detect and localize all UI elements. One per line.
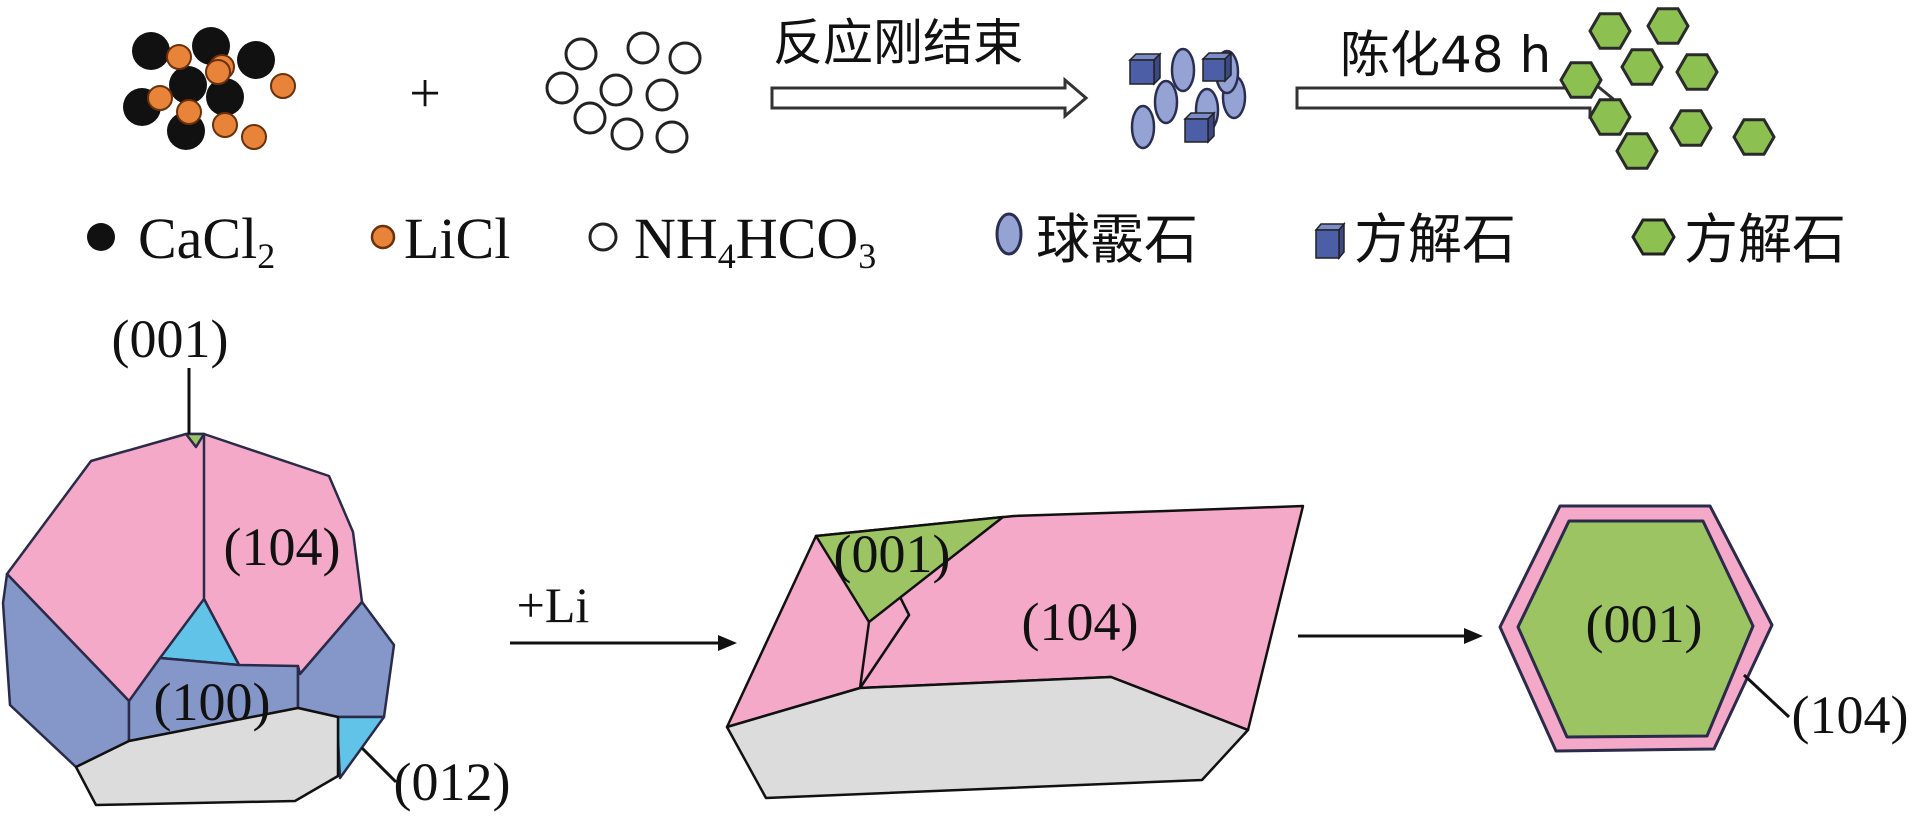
vaterite-particle [1170, 47, 1196, 93]
hex-calcite-particle [1615, 132, 1659, 170]
hex-calcite-particle [1732, 118, 1776, 156]
cacl2-particle [169, 66, 207, 104]
face-bottom [74, 706, 340, 807]
svg-text:CaCl2: CaCl2 [138, 206, 275, 276]
face-001 [814, 515, 1005, 624]
nh4hco3-particle [564, 37, 598, 71]
calcite-cube-particle [1128, 52, 1162, 86]
licl-particle [176, 99, 202, 125]
cube-front [1129, 59, 1155, 85]
legend: CaCl2 LiCl NH4HCO3 球霰石 方解石 方解石 [87, 206, 1846, 276]
cacl2-particle [132, 32, 170, 70]
ellipse-icon [995, 212, 1023, 256]
label-104-final: (104) [1792, 685, 1909, 745]
arrow-label-reaction-ended: 反应刚结束 [773, 14, 1023, 72]
licl-particle [147, 85, 173, 111]
hexagon-icon [1631, 218, 1676, 256]
legend-item-cacl2: CaCl2 [87, 206, 275, 276]
face-012-lower [336, 715, 386, 780]
cube-front [1202, 58, 1226, 82]
leader-line-012 [360, 746, 398, 784]
reactant-cluster-cacl2-licl [123, 27, 296, 150]
licl-particle [241, 124, 267, 150]
crystal-initial [1, 368, 398, 807]
label-001-initial: (001) [112, 309, 229, 369]
hex-calcite-particle [1646, 7, 1690, 45]
face-001 [1516, 519, 1755, 739]
cube-front [1184, 118, 1209, 143]
nh4hco3-particle [573, 101, 607, 135]
crystal-intermediate [725, 504, 1305, 800]
licl-particle [212, 112, 238, 138]
cube-side [1207, 111, 1215, 144]
cacl2-particle [206, 78, 244, 116]
legend-item-calcite-hex: 方解石 [1631, 208, 1846, 271]
label-001-intermediate: (001) [834, 524, 951, 584]
plus-sign: + [409, 63, 441, 125]
legend-item-nh4hco3: NH4HCO3 [588, 206, 876, 276]
open-circle-icon [588, 222, 618, 252]
nh4hco3-particle [545, 71, 579, 105]
product-cluster-hex-calcite [1559, 7, 1776, 170]
face-bottom [725, 675, 1250, 800]
arrow-label-aging-48h: 陈化48 h [1340, 26, 1551, 84]
arrow-label-plus-li: +Li [517, 577, 590, 633]
product-cluster-vaterite-calcite [1128, 47, 1247, 150]
label-012-initial: (012) [394, 752, 511, 812]
hollow-arrow-1 [770, 76, 1089, 120]
nh4hco3-particle [599, 73, 633, 107]
hex-calcite-particle [1559, 61, 1603, 99]
vaterite-particle [1153, 79, 1179, 125]
cube-icon [1314, 221, 1346, 261]
label-104-intermediate: (104) [1022, 592, 1139, 652]
svg-text:NH4HCO3: NH4HCO3 [634, 206, 876, 276]
arrow-to-hexagon [1298, 628, 1483, 644]
calcite-cube-particle [1201, 51, 1233, 83]
reactant-cluster-nh4hco3 [545, 31, 702, 154]
legend-item-vaterite: 球霰石 [995, 208, 1198, 271]
hex-calcite-particle [1675, 53, 1719, 91]
licl-particle [270, 73, 296, 99]
nh4hco3-particle [668, 41, 702, 75]
svg-text:方解石: 方解石 [1354, 208, 1516, 271]
vaterite-particle [1130, 104, 1156, 150]
cacl2-particle [237, 41, 275, 79]
nh4hco3-particle [655, 120, 689, 154]
legend-item-calcite-cube: 方解石 [1314, 208, 1516, 271]
hex-calcite-particle [1588, 98, 1632, 136]
label-001-final: (001) [1586, 594, 1703, 654]
nh4hco3-particle [610, 117, 644, 151]
hex-calcite-particle [1669, 109, 1713, 147]
svg-text:方解石: 方解石 [1684, 208, 1846, 271]
label-100-initial: (100) [154, 672, 271, 732]
nh4hco3-particle [645, 78, 679, 112]
nh4hco3-particle [626, 31, 660, 65]
crystal-final-hexagon [1498, 504, 1791, 753]
black-circle-icon [87, 223, 115, 251]
hex-calcite-particle [1620, 48, 1664, 86]
hex-calcite-particle [1588, 12, 1632, 50]
licl-particle [205, 59, 231, 85]
calcite-cube-particle [1183, 111, 1216, 144]
leader-line-104 [1742, 673, 1791, 719]
face-001-tip [184, 432, 206, 449]
orange-circle-icon [370, 224, 396, 250]
svg-text:球霰石: 球霰石 [1036, 208, 1198, 271]
svg-text:LiCl: LiCl [404, 206, 510, 271]
cube-side [1224, 51, 1232, 83]
arrow-plus-li [510, 635, 737, 651]
label-104-initial: (104) [224, 517, 341, 577]
licl-particle [166, 44, 192, 70]
cube-side [1153, 52, 1161, 86]
legend-item-licl: LiCl [370, 206, 510, 271]
